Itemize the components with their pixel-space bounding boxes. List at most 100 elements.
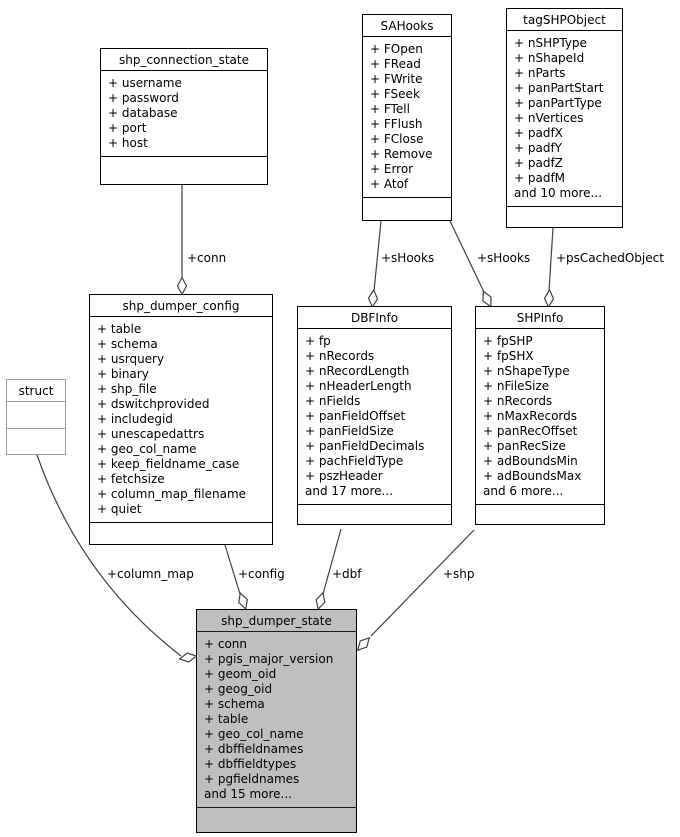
class-attribute: + Error xyxy=(370,162,414,176)
class-attribute: + nRecordLength xyxy=(305,364,410,378)
edge-label-pscachedobject: +psCachedObject xyxy=(556,251,664,265)
class-methods-compartment xyxy=(7,429,65,454)
class-attribute: + column_map_filename xyxy=(97,487,247,501)
class-attribute: + schema xyxy=(97,337,158,351)
class-attribute: + port xyxy=(108,121,147,135)
class-attribute: + Atof xyxy=(370,177,409,191)
class-attribute: + username xyxy=(108,76,182,90)
class-box-shp-connection-state[interactable]: shp_connection_state + username+ passwor… xyxy=(100,48,268,185)
class-methods-compartment xyxy=(298,505,451,524)
class-attribute: + nRecords xyxy=(305,349,375,363)
class-attribute: + padfY xyxy=(514,141,563,155)
class-title: tagSHPObject xyxy=(507,9,622,31)
class-attribute: + fetchsize xyxy=(97,472,165,486)
class-attribute: + usrquery xyxy=(97,352,165,366)
class-attribute: + panPartStart xyxy=(514,81,604,95)
class-attribute: + FClose xyxy=(370,132,424,146)
class-box-tagshpobject[interactable]: tagSHPObject + nSHPType+ nShapeId+ nPart… xyxy=(506,8,623,228)
class-methods-compartment xyxy=(197,808,356,832)
class-title: shp_dumper_config xyxy=(90,295,272,317)
aggregation-diamond-config xyxy=(238,591,248,611)
class-attribute: + padfZ xyxy=(514,156,563,170)
class-attribute: + nRecords xyxy=(483,394,553,408)
aggregation-diamond-shooks-dbfinfo xyxy=(367,288,379,309)
class-box-shp-dumper-state[interactable]: shp_dumper_state + conn+ pgis_major_vers… xyxy=(196,609,357,833)
class-attribute: + nSHPType xyxy=(514,36,587,50)
class-attribute: + binary xyxy=(97,367,149,381)
class-attribute: + includegid xyxy=(97,412,173,426)
class-attribute: + panRecOffset xyxy=(483,424,578,438)
class-attribute: + quiet xyxy=(97,502,142,516)
class-attribute: + password xyxy=(108,91,179,105)
edge-label-dbf: +dbf xyxy=(332,567,362,581)
aggregation-diamond-dbf xyxy=(315,591,326,611)
class-title: DBFInfo xyxy=(298,307,451,329)
class-attribute: + adBoundsMax xyxy=(483,469,582,483)
class-attribute: + geo_col_name xyxy=(97,442,197,456)
class-attribute: + pachFieldType xyxy=(305,454,404,468)
class-methods-compartment xyxy=(507,207,622,227)
class-attribute: + adBoundsMin xyxy=(483,454,578,468)
edge-label-shp: +shp xyxy=(443,567,475,581)
edge-label-conn: +conn xyxy=(187,251,227,265)
edge-label-config: +config xyxy=(238,567,285,581)
edge-label-shooks-shp: +sHooks xyxy=(477,251,531,265)
class-attribute: + panRecSize xyxy=(483,439,566,453)
class-box-shpinfo[interactable]: SHPInfo + fpSHP+ fpSHX+ nShapeType+ nFil… xyxy=(475,306,605,525)
class-attribute: + FWrite xyxy=(370,72,423,86)
class-attribute: and 15 more... xyxy=(204,787,293,801)
aggregation-diamond-shp xyxy=(356,636,371,652)
aggregation-diamond-pscachedobject xyxy=(543,288,555,309)
class-attribute: + padfM xyxy=(514,171,566,185)
class-box-sahooks[interactable]: SAHooks + FOpen+ FRead+ FWrite+ FSeek+ F… xyxy=(362,14,452,221)
class-attribute: + Remove xyxy=(370,147,433,161)
class-box-dbfinfo[interactable]: DBFInfo + fp+ nRecords+ nRecordLength+ n… xyxy=(297,306,452,525)
class-box-struct[interactable]: struct xyxy=(6,379,66,455)
class-attribute: + geog_oid xyxy=(204,682,273,696)
class-methods-compartment xyxy=(90,523,272,544)
aggregation-diamond-conn xyxy=(176,276,188,296)
class-attribute: + fpSHX xyxy=(483,349,534,363)
class-attributes: + nSHPType+ nShapeId+ nParts+ panPartSta… xyxy=(507,31,622,207)
class-attribute: + host xyxy=(108,136,148,150)
class-title: shp_connection_state xyxy=(101,49,267,71)
class-attribute: and 10 more... xyxy=(514,186,603,200)
class-methods-compartment xyxy=(101,157,267,184)
edge-shooks-dbfinfo xyxy=(373,220,382,292)
class-attribute: + FFlush xyxy=(370,117,423,131)
class-attribute: + padfX xyxy=(514,126,563,140)
class-attributes: + fp+ nRecords+ nRecordLength+ nHeaderLe… xyxy=(298,329,451,505)
class-attribute: + unescapedattrs xyxy=(97,427,205,441)
class-attribute: + nFileSize xyxy=(483,379,550,393)
class-attribute: + panFieldOffset xyxy=(305,409,406,423)
edge-label-shooks-dbf: +sHooks xyxy=(381,251,435,265)
class-attribute: + dswitchprovided xyxy=(97,397,210,411)
class-box-shp-dumper-config[interactable]: shp_dumper_config + table+ schema+ usrqu… xyxy=(89,294,273,545)
class-methods-compartment xyxy=(476,505,604,524)
class-methods-compartment xyxy=(363,198,451,220)
edge-label-column-map: +column_map xyxy=(107,567,194,581)
class-attribute: + pgis_major_version xyxy=(204,652,334,666)
edge-shp xyxy=(370,529,475,637)
class-attribute: + panFieldDecimals xyxy=(305,439,425,453)
class-attribute: + FSeek xyxy=(370,87,420,101)
class-attribute: and 17 more... xyxy=(305,484,394,498)
class-title: shp_dumper_state xyxy=(197,610,356,632)
class-attribute: + nParts xyxy=(514,66,566,80)
edge-dbf xyxy=(322,528,342,595)
class-attribute: + dbffieldnames xyxy=(204,742,304,756)
class-attribute: + FOpen xyxy=(370,42,423,56)
class-attribute: + geo_col_name xyxy=(204,727,304,741)
class-attribute: + nMaxRecords xyxy=(483,409,577,423)
class-attribute: + table xyxy=(204,712,249,726)
class-attribute: + keep_fieldname_case xyxy=(97,457,240,471)
class-attribute: + geom_oid xyxy=(204,667,277,681)
class-attribute: + nFields xyxy=(305,394,361,408)
class-attribute: + fpSHP xyxy=(483,334,533,348)
class-attribute: + schema xyxy=(204,697,265,711)
aggregation-diamond-column-map xyxy=(178,652,198,663)
class-attribute: + panPartType xyxy=(514,96,602,110)
class-attribute: + nVertices xyxy=(514,111,584,125)
class-attribute: + dbffieldtypes xyxy=(204,757,297,771)
